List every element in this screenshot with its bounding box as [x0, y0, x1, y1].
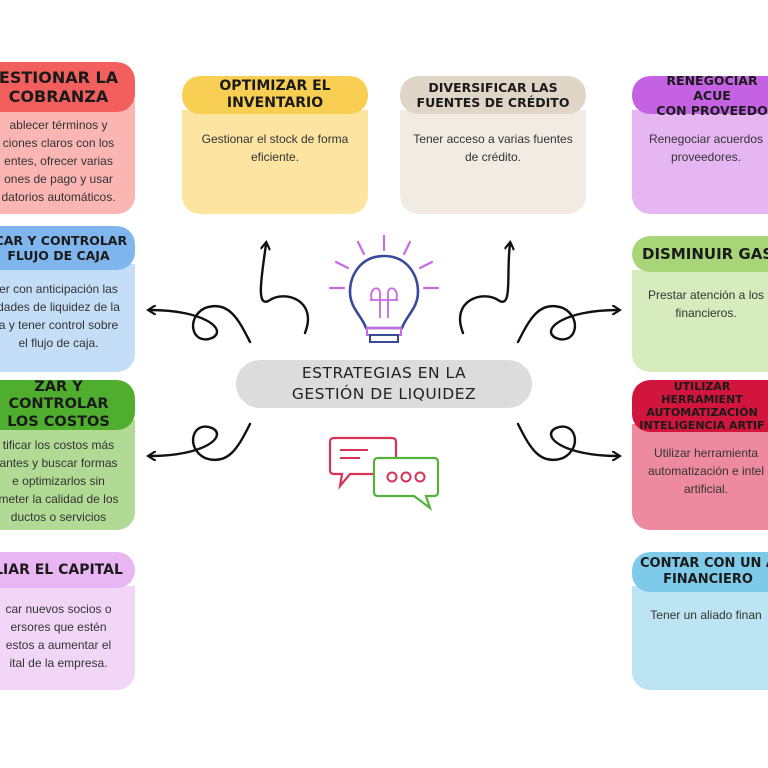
card-body-line: e optimizarlos sin: [12, 474, 105, 488]
card-title-line: INTELIGENCIA ARTIF: [639, 419, 765, 433]
card-body-line: dades de liquidez de la: [0, 300, 120, 314]
card-title-line: UTILIZAR HERRAMIENT: [661, 380, 743, 406]
card-body-line: ciones claros con los: [2, 136, 115, 150]
card-body-line: car nuevos socios o: [5, 602, 112, 616]
card-title-line: ICAR Y CONTROLAR: [0, 233, 128, 248]
card-body-line: antes y buscar formas: [0, 456, 118, 470]
card-body-line: eficiente.: [250, 150, 299, 164]
card-body-line: ablecer términos y: [9, 118, 108, 132]
card-planificar-flujo-caja: er con anticipación las dades de liquidez…: [0, 226, 135, 372]
card-body: Utilizar herramienta automatización e int…: [632, 424, 768, 530]
card-diversificar-credito: Tener acceso a varias fuentes de crédito.…: [400, 76, 586, 214]
card-title: DISMINUIR GAS: [632, 236, 768, 272]
curly-arrow-icon: [459, 244, 510, 335]
central-topic-line1: ESTRATEGIAS EN LA: [301, 364, 467, 382]
card-title-line: ZAR Y CONTROLAR: [8, 380, 109, 413]
card-title-line: LIAR EL CAPITAL: [0, 561, 123, 578]
card-body-line: er con anticipación las: [0, 282, 118, 296]
chat-bubbles-icon: [328, 436, 440, 511]
card-renegociar-proveedores: Renegociar acuerdos proveedores. RENEGOCI…: [632, 76, 768, 214]
card-title-line: DIVERSIFICAR LAS: [428, 80, 558, 95]
card-body: er con anticipación las dades de liquidez…: [0, 264, 135, 372]
central-topic-line2: GESTIÓN DE LIQUIDEZ: [291, 385, 477, 403]
card-title-line: FUENTES DE CRÉDITO: [416, 95, 570, 110]
card-title-line: FINANCIERO: [663, 572, 753, 587]
card-title-line: FLUJO DE CAJA: [7, 248, 110, 263]
card-body: Renegociar acuerdos proveedores.: [632, 110, 768, 214]
card-body-line: Renegociar acuerdos: [648, 132, 764, 146]
curly-arrow-icon: [150, 306, 252, 344]
card-body-line: Gestionar el stock de forma: [201, 132, 349, 146]
card-gestionar-cobranza: ablecer términos y ciones claros con los e…: [0, 62, 135, 214]
card-disminuir-gastos: Prestar atención a los financieros. DISMI…: [632, 236, 768, 372]
card-body-line: ones de pago y usar: [4, 172, 113, 186]
card-title-line: INVENTARIO: [226, 95, 324, 111]
card-title-line: OPTIMIZAR EL: [219, 78, 331, 95]
curly-arrow-icon: [150, 422, 252, 460]
card-title-line: COBRANZA: [8, 87, 109, 106]
card-body-line: datorios automáticos.: [1, 190, 116, 204]
card-body-line: a y tener control sobre: [0, 318, 119, 332]
card-body-line: el flujo de caja.: [18, 336, 99, 350]
card-body-line: entes, ofrecer varias: [4, 154, 113, 168]
card-body: tificar los costos más antes y buscar for…: [0, 420, 135, 530]
card-body-line: Tener un aliado finan: [650, 608, 762, 622]
card-body-line: financieros.: [675, 306, 737, 320]
card-body-line: Prestar atención a los: [647, 288, 765, 302]
card-title-line: LOS COSTOS: [7, 413, 110, 430]
card-body-line: ital de la empresa.: [9, 656, 108, 670]
card-title-line: CONTAR CON UN A: [640, 556, 768, 572]
card-utilizar-herramientas: Utilizar herramienta automatización e int…: [632, 380, 768, 530]
card-title: LIAR EL CAPITAL: [0, 552, 135, 588]
card-body: Tener un aliado finan: [632, 586, 768, 690]
curly-arrow-icon: [516, 422, 618, 460]
card-optimizar-inventario: Gestionar el stock de forma eficiente. OP…: [182, 76, 368, 214]
card-body: Prestar atención a los financieros.: [632, 270, 768, 372]
central-topic: ESTRATEGIAS EN LA GESTIÓN DE LIQUIDEZ: [236, 360, 532, 408]
card-body-line: estos a aumentar el: [5, 638, 112, 652]
card-body-line: tificar los costos más: [2, 438, 115, 452]
card-body-line: meter la calidad de los: [0, 492, 119, 506]
card-body-line: ductos o servicios: [10, 510, 107, 524]
card-title-line: RENEGOCIAR ACUE: [666, 76, 758, 103]
card-title-line: ESTIONAR LA: [0, 67, 119, 87]
card-body-line: Utilizar herramienta: [653, 446, 759, 460]
card-title-line: AUTOMATIZACIÓN: [646, 406, 758, 419]
curly-arrow-icon: [259, 244, 309, 335]
card-body: ablecer términos y ciones claros con los e…: [0, 100, 135, 214]
card-body: Tener acceso a varias fuentes de crédito.: [400, 110, 586, 214]
card-title-line: DISMINUIR GAS: [642, 245, 768, 263]
card-body-line: de crédito.: [464, 150, 522, 164]
lightbulb-icon: [328, 234, 440, 343]
card-body: car nuevos socios o ersores que estén esto…: [0, 586, 135, 690]
card-body-line: Tener acceso a varias fuentes: [413, 132, 573, 146]
card-title-line: CON PROVEEDO: [656, 102, 768, 118]
curly-arrow-icon: [516, 306, 618, 344]
card-body-line: ersores que estén: [10, 620, 107, 634]
card-body-line: proveedores.: [670, 150, 742, 164]
card-ampliar-capital: car nuevos socios o ersores que estén esto…: [0, 552, 135, 690]
card-body-line: artificial.: [683, 482, 728, 496]
card-optimizar-costos: tificar los costos más antes y buscar for…: [0, 380, 135, 530]
card-body-line: automatización e intel: [647, 464, 765, 478]
card-body: Gestionar el stock de forma eficiente.: [182, 110, 368, 214]
